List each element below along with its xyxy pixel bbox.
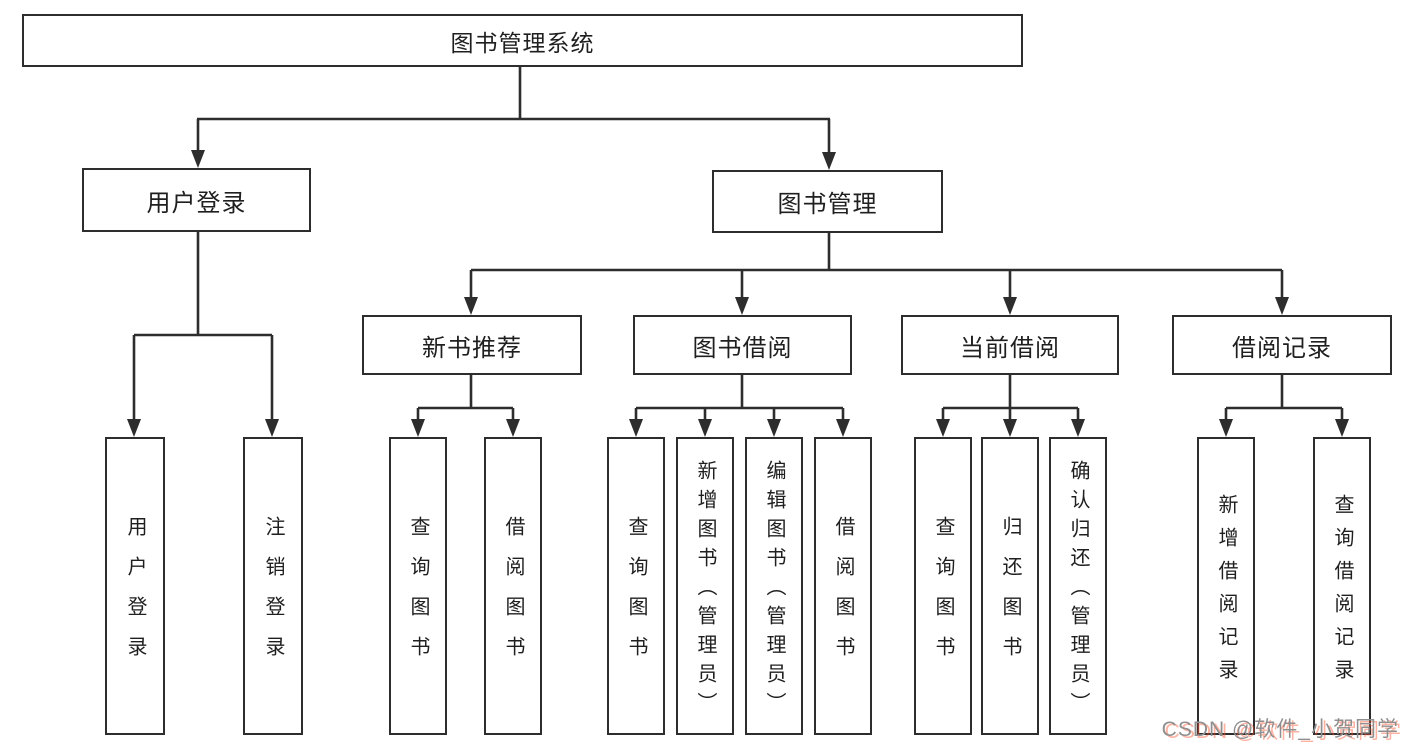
node-label: 编辑图书（管理员） xyxy=(763,460,785,721)
node-label: 查询借阅记录 xyxy=(1331,493,1353,692)
node-new-book-recommend: 新书推荐 xyxy=(362,315,582,375)
node-logout: 注销登录 xyxy=(243,437,303,735)
node-bb-borrow-books: 借阅图书 xyxy=(814,437,872,735)
node-bb-edit-books-admin: 编辑图书（管理员） xyxy=(745,437,803,735)
node-cb-return-books: 归还图书 xyxy=(981,437,1039,735)
node-label: 归还图书 xyxy=(999,516,1021,676)
node-label: 新增图书（管理员） xyxy=(694,460,716,721)
node-label: 注销登录 xyxy=(262,516,284,676)
node-label: 用户登录 xyxy=(124,516,146,676)
node-user-login: 用户登录 xyxy=(82,168,311,232)
node-rec-query-borrow-record: 查询借阅记录 xyxy=(1313,437,1371,735)
node-user-login-leaf: 用户登录 xyxy=(105,437,165,735)
node-current-borrow: 当前借阅 xyxy=(901,315,1119,375)
node-book-management: 图书管理 xyxy=(712,170,943,233)
node-library-system: 图书管理系统 xyxy=(22,14,1023,67)
node-label: 确认归还（管理员） xyxy=(1067,460,1089,721)
watermark: CSDN @软件_小贺同学 xyxy=(1161,718,1399,741)
node-label: 查询图书 xyxy=(625,516,647,676)
node-label: 借阅图书 xyxy=(502,516,524,676)
node-book-borrow: 图书借阅 xyxy=(633,315,852,375)
node-nb-borrow-books: 借阅图书 xyxy=(484,437,542,735)
node-bb-add-books-admin: 新增图书（管理员） xyxy=(676,437,734,735)
node-borrow-records: 借阅记录 xyxy=(1172,315,1392,375)
node-cb-query-books: 查询图书 xyxy=(914,437,972,735)
node-label: 借阅图书 xyxy=(832,516,854,676)
node-nb-query-books: 查询图书 xyxy=(389,437,447,735)
node-rec-add-borrow-record: 新增借阅记录 xyxy=(1197,437,1255,735)
node-label: 查询图书 xyxy=(932,516,954,676)
node-cb-confirm-return-admin: 确认归还（管理员） xyxy=(1049,437,1107,735)
node-label: 查询图书 xyxy=(407,516,429,676)
node-label: 新增借阅记录 xyxy=(1215,493,1237,692)
node-bb-query-books: 查询图书 xyxy=(607,437,665,735)
